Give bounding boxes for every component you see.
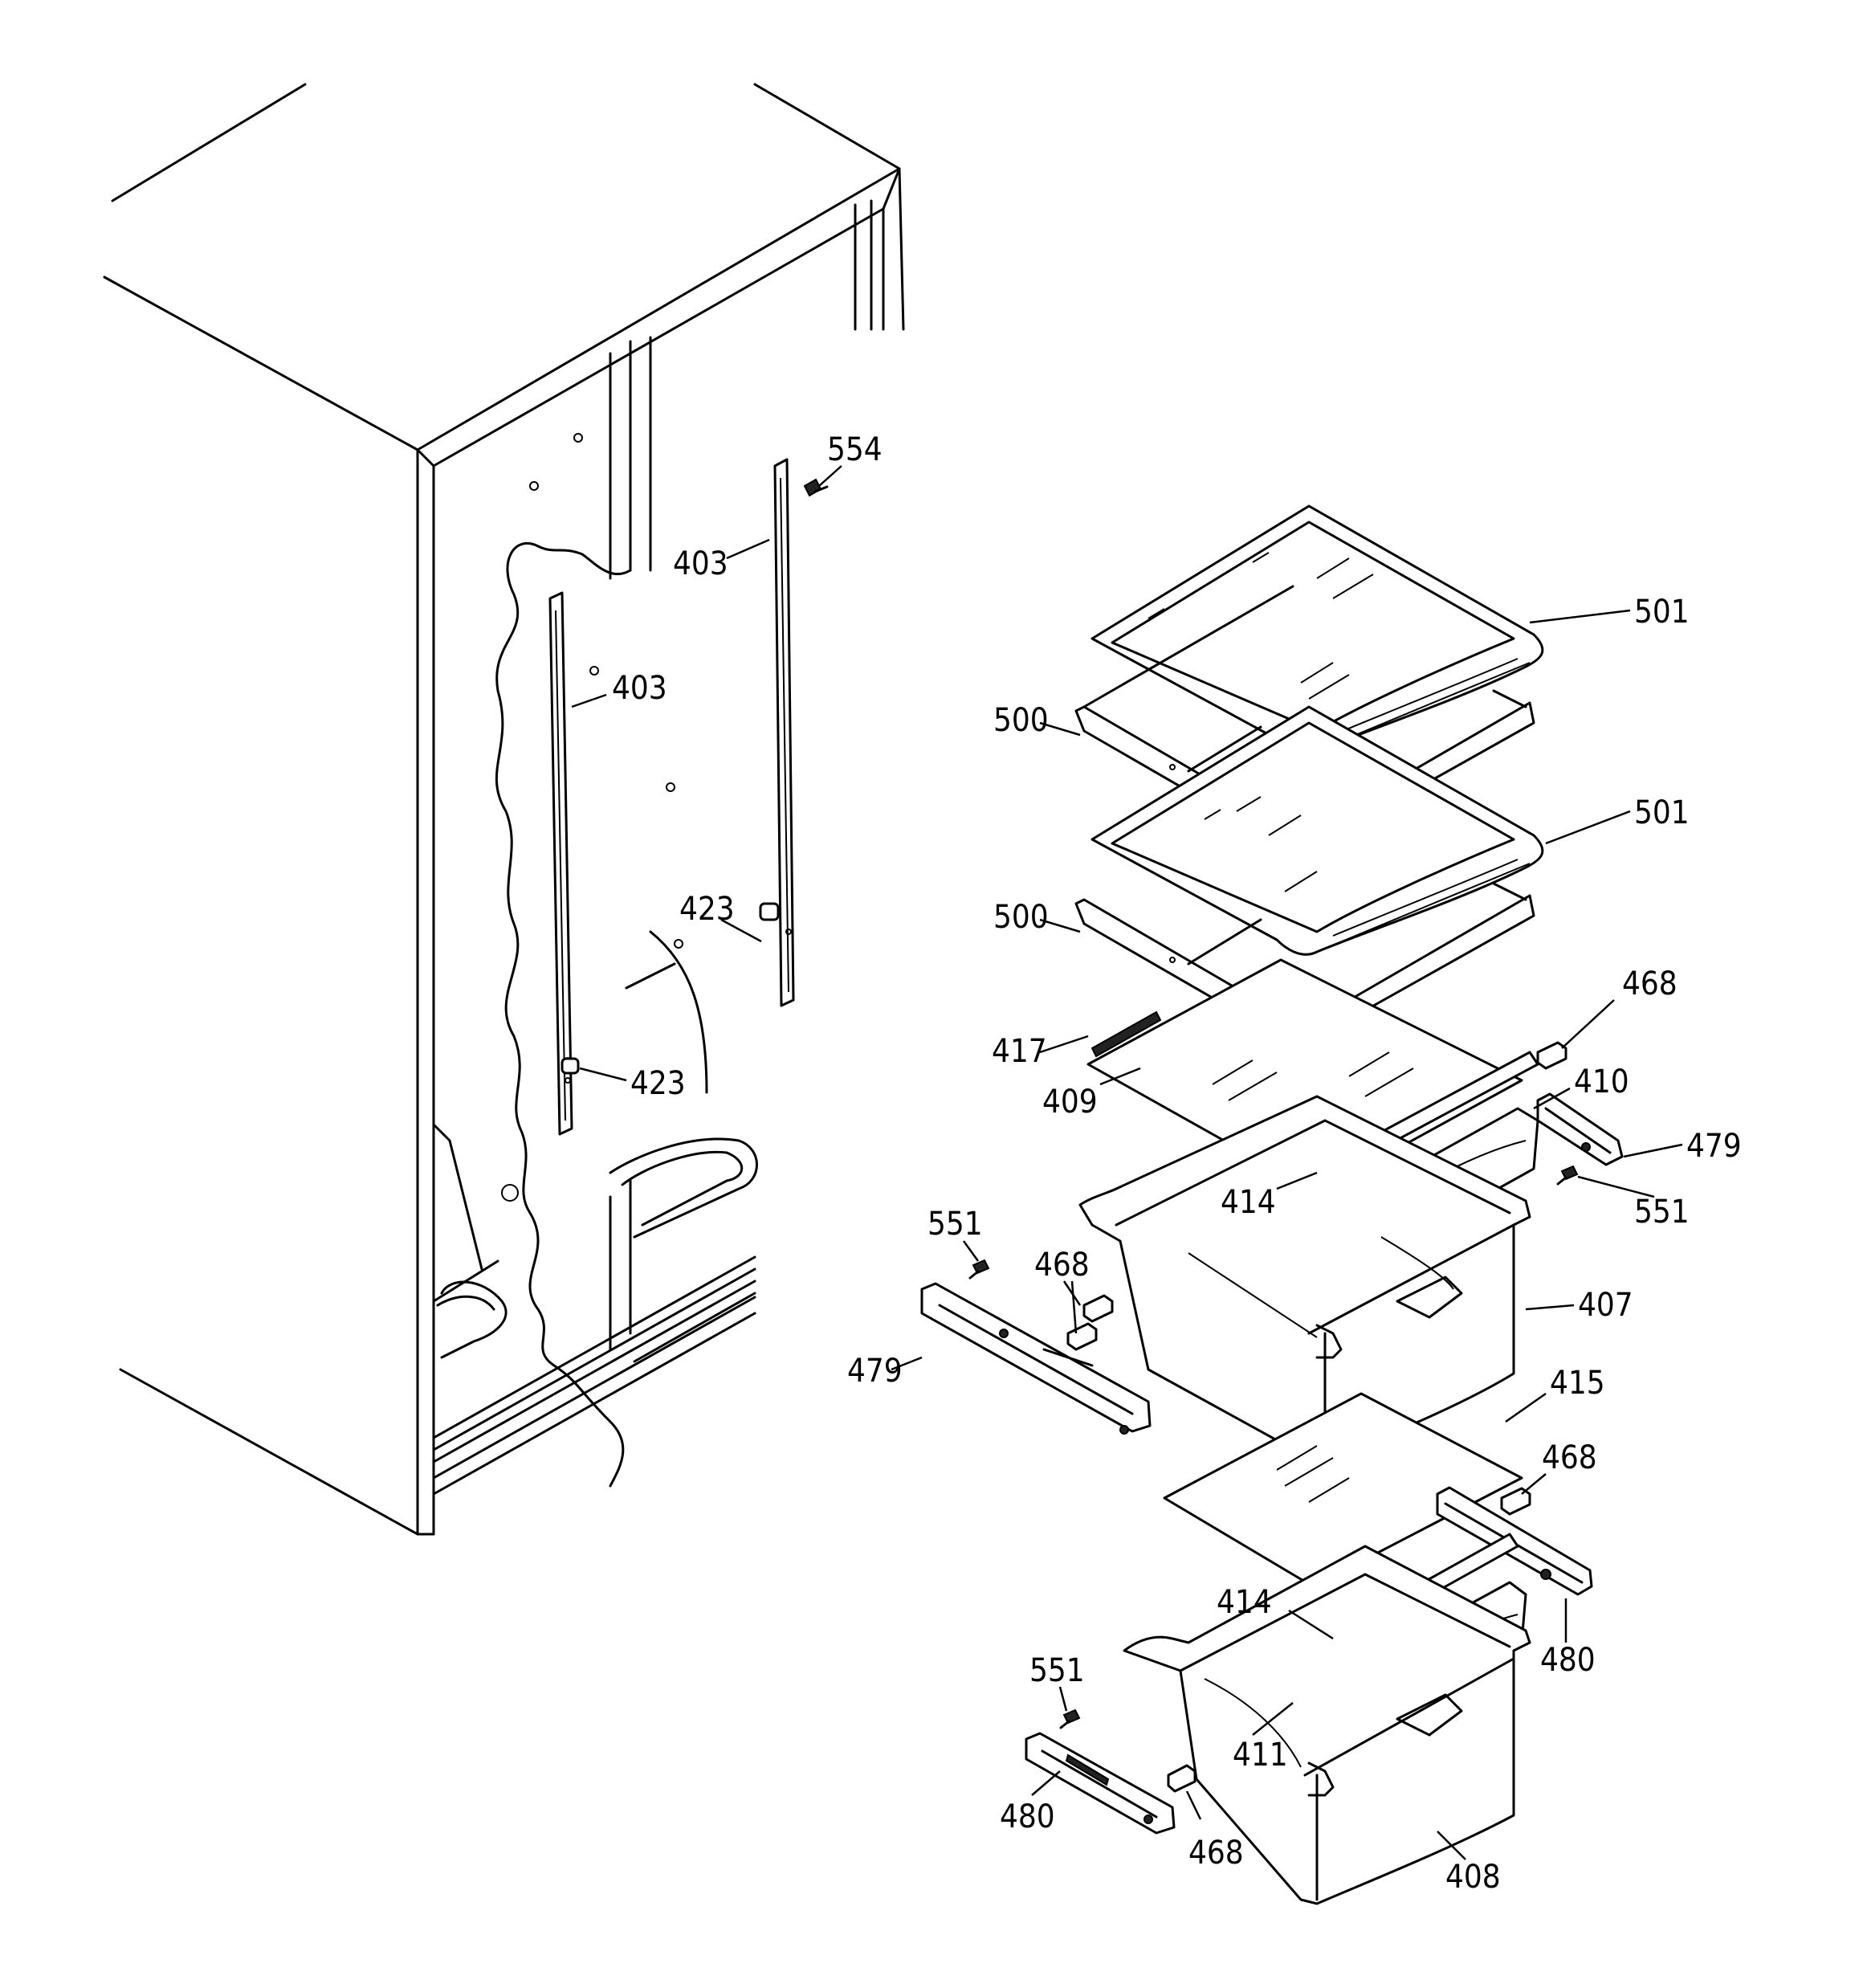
callout-423-lower: 423: [630, 1065, 686, 1102]
clip-468-left-b-icon: [1066, 1322, 1098, 1351]
callout-468-lower-right: 468: [1542, 1439, 1597, 1476]
callout-479-left: 479: [847, 1353, 903, 1390]
rail-417: [1090, 1010, 1162, 1058]
glass-shelf-501-second: [1090, 705, 1544, 956]
callout-551-right: 551: [1634, 1194, 1690, 1231]
callout-414-lower: 414: [1217, 1584, 1272, 1621]
callout-409: 409: [1042, 1084, 1098, 1121]
slide-rail-480-left: [1025, 1732, 1176, 1835]
clip-468-lower-left-icon: [1167, 1764, 1196, 1793]
callout-500-top: 500: [993, 702, 1049, 739]
leader-lines: [571, 465, 1683, 1860]
callout-551-lower: 551: [1029, 1652, 1085, 1689]
screw-551-right-icon: [1556, 1165, 1579, 1186]
callout-480-left: 480: [1000, 1798, 1055, 1835]
shelf-ladder-right: [773, 458, 795, 1007]
callout-411: 411: [1233, 1737, 1288, 1774]
callout-415: 415: [1550, 1365, 1605, 1402]
slide-rail-479-right: [1536, 1092, 1624, 1166]
callout-417: 417: [992, 1033, 1047, 1070]
callout-468-lower-left: 468: [1188, 1835, 1244, 1872]
clip-468-upper-right-icon: [1536, 1041, 1567, 1070]
callout-468-upper-right: 468: [1622, 965, 1678, 1002]
callout-labels: 554 403 403 501 500 501 500 423 423 468 …: [612, 431, 1742, 1896]
callout-403-lower: 403: [612, 670, 667, 707]
clip-468-left-a-icon: [1082, 1294, 1114, 1323]
callout-408: 408: [1445, 1859, 1501, 1896]
callout-480-right: 480: [1540, 1642, 1596, 1679]
clip-468-lower-right-icon: [1500, 1487, 1531, 1516]
screw-551-left-icon: [968, 1259, 990, 1280]
callout-410: 410: [1574, 1063, 1629, 1100]
screw-551-lower-icon: [1059, 1708, 1081, 1729]
shelf-ladder-left: [548, 591, 573, 1136]
crisper-cover-glass-415: [1163, 1392, 1523, 1588]
stud-423-lower-icon: [561, 1057, 580, 1075]
slide-rail-479-left: [920, 1282, 1152, 1435]
callout-554: 554: [827, 431, 883, 468]
screw-554-icon: [803, 478, 829, 497]
callout-551-left: 551: [927, 1206, 983, 1243]
callout-479-right: 479: [1686, 1128, 1742, 1165]
callout-414-upper: 414: [1221, 1184, 1276, 1221]
callout-500-second: 500: [993, 899, 1049, 936]
callout-407: 407: [1578, 1287, 1633, 1324]
callout-501-second: 501: [1634, 794, 1690, 831]
callout-403-upper: 403: [673, 545, 728, 582]
refrigerator-cabinet: [103, 83, 905, 1536]
callout-468-left: 468: [1034, 1247, 1090, 1284]
crisper-drawer-408: [1123, 1545, 1531, 1905]
callout-423-upper: 423: [679, 891, 735, 928]
callout-501-top: 501: [1634, 594, 1690, 631]
stud-423-upper-icon: [759, 902, 780, 921]
